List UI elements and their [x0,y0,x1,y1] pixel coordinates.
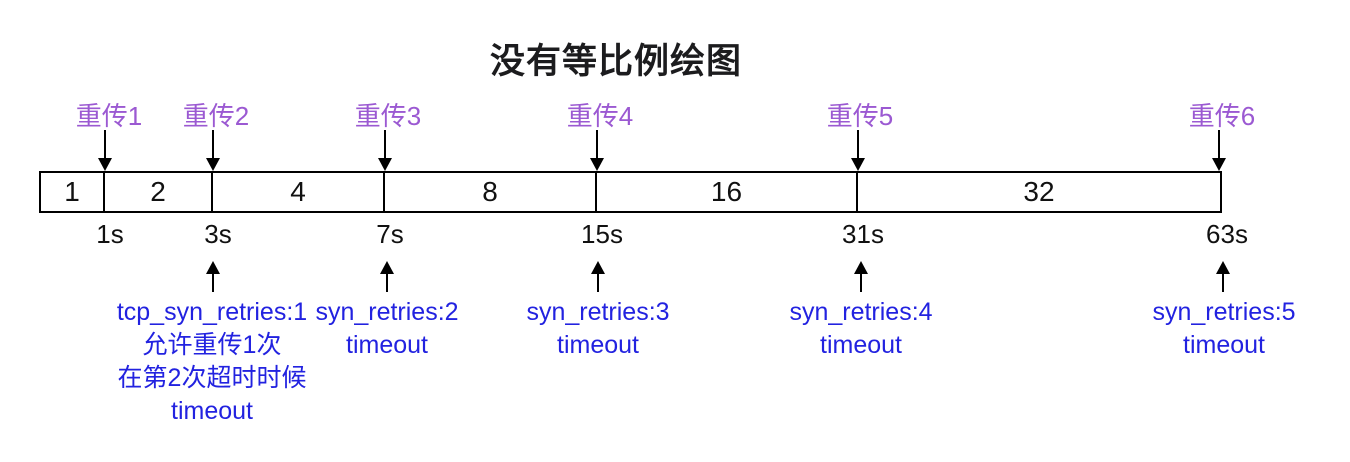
bar-segment: 4 [213,173,385,211]
time-tick-3s: 3s [204,219,232,249]
retrans-label-5: 重传5 [826,101,894,131]
up-arrow-icon [1216,261,1230,292]
bar-segment: 1 [41,173,105,211]
down-arrow-icon [378,130,392,171]
note-line: tcp_syn_retries:1 [116,298,308,326]
down-arrow-icon [590,130,604,171]
note-line: timeout [557,331,639,359]
down-arrow-icon [851,130,865,171]
retrans-label-1: 重传1 [75,101,143,131]
note-tcp-syn-retries-1: tcp_syn_retries:1 允许重传1次 在第2次超时时候 timeou… [117,296,307,428]
time-tick-63s: 63s [1206,219,1248,249]
time-tick-31s: 31s [842,219,884,249]
note-line: timeout [820,331,902,359]
note-syn-retries-4: syn_retries:4 timeout [789,296,932,362]
bar-segment: 16 [597,173,858,211]
time-tick-15s: 15s [581,219,623,249]
note-line: syn_retries:3 [526,298,670,326]
up-arrow-icon [206,261,220,292]
time-tick-1s: 1s [96,219,124,249]
note-syn-retries-2: syn_retries:2 timeout [315,296,458,362]
retrans-label-2: 重传2 [182,101,250,131]
segment-value: 1 [64,176,80,207]
timeline-bar: 1 2 4 8 16 32 [39,171,1222,213]
note-line: syn_retries:4 [789,298,933,326]
bar-segment: 8 [385,173,597,211]
time-tick-7s: 7s [376,219,404,249]
diagram-title: 没有等比例绘图 [489,42,743,81]
segment-value: 32 [1023,176,1055,207]
note-line: syn_retries:5 [1152,298,1296,326]
up-arrow-icon [854,261,868,292]
segment-value: 2 [150,176,166,207]
down-arrow-icon [206,130,220,171]
up-arrow-icon [380,261,394,292]
segment-value: 8 [482,176,498,207]
note-line: timeout [1183,331,1265,359]
note-line: syn_retries:2 [315,298,459,326]
note-line: 允许重传1次 [142,331,282,359]
note-syn-retries-3: syn_retries:3 timeout [526,296,669,362]
bar-segment: 2 [105,173,213,211]
segment-value: 4 [290,176,306,207]
bar-segment: 32 [858,173,1220,211]
down-arrow-icon [1212,130,1226,171]
note-line: 在第2次超时时候 [117,364,307,392]
down-arrow-icon [98,130,112,171]
up-arrow-icon [591,261,605,292]
segment-value: 16 [710,176,743,207]
retrans-label-6: 重传6 [1188,101,1256,131]
retrans-label-4: 重传4 [566,101,634,131]
note-line: timeout [171,397,253,425]
note-syn-retries-5: syn_retries:5 timeout [1152,296,1295,362]
note-line: timeout [346,331,428,359]
retrans-label-3: 重传3 [354,101,422,131]
